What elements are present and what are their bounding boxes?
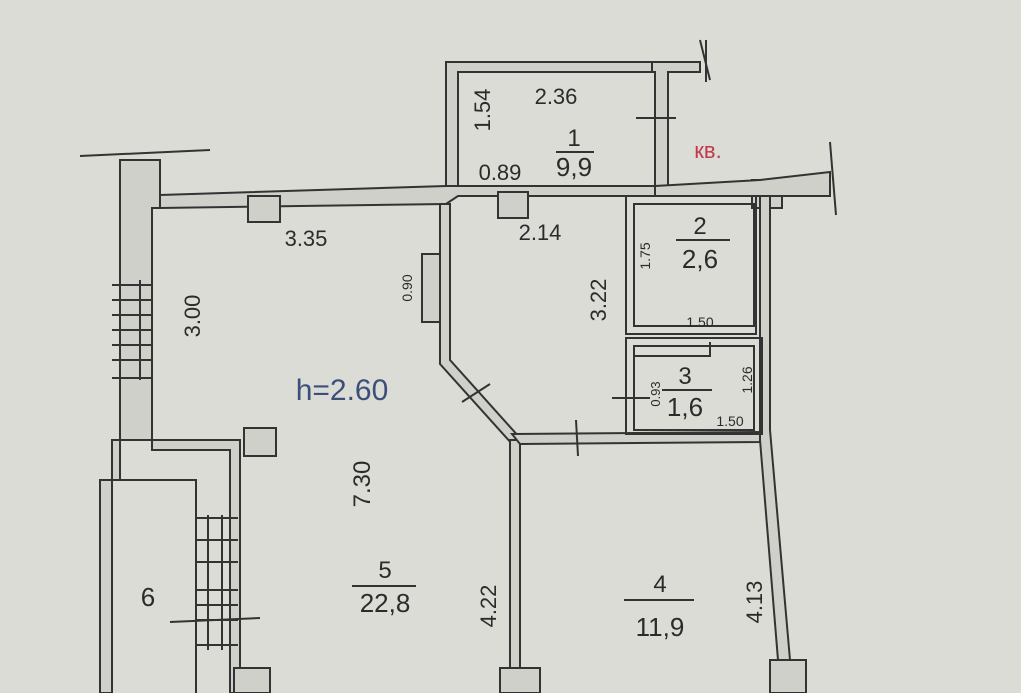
dim-0-90: 0.90 <box>399 274 415 301</box>
ceiling-height-label: h=2.60 <box>296 374 389 407</box>
dim-2-36: 2.36 <box>535 84 578 109</box>
dim-0-93: 0.93 <box>648 381 663 406</box>
dim-3-00: 3.00 <box>180 295 205 338</box>
dim-1-50-b: 1.50 <box>716 413 743 429</box>
room-2-number: 2 <box>693 213 706 240</box>
dim-0-89: 0.89 <box>479 160 522 185</box>
room-1-number: 1 <box>567 125 580 152</box>
room-5-area: 22,8 <box>360 588 411 618</box>
room-6-number: 6 <box>141 582 155 612</box>
room-3-number: 3 <box>678 363 691 390</box>
room-labels: 1 9,9 2 2,6 3 1,6 4 11,9 5 22,8 6 <box>141 125 730 642</box>
dim-7-30: 7.30 <box>349 461 376 508</box>
room-4-number: 4 <box>653 571 666 598</box>
stair-upper <box>112 280 152 380</box>
stair-lower <box>169 515 261 650</box>
apartment-label: кв. <box>694 138 721 163</box>
walls <box>79 39 837 693</box>
dim-4-13: 4.13 <box>742 581 767 624</box>
dim-1-26: 1.26 <box>739 366 755 393</box>
dim-3-35: 3.35 <box>285 226 328 251</box>
dim-4-22: 4.22 <box>476 585 501 628</box>
room-5-number: 5 <box>378 557 391 584</box>
dim-2-14: 2.14 <box>519 220 562 245</box>
room-2-area: 2,6 <box>682 244 718 274</box>
dim-3-22: 3.22 <box>586 279 611 322</box>
dimension-labels: 2.36 1.54 0.89 3.35 2.14 3.00 0.90 3.22 … <box>180 84 767 627</box>
room-3-area: 1,6 <box>667 392 703 422</box>
room-4-area: 11,9 <box>636 612 685 642</box>
dim-1-54: 1.54 <box>470 89 495 132</box>
dim-1-50-a: 1.50 <box>686 314 713 330</box>
dim-1-75: 1.75 <box>637 242 653 269</box>
room-1-area: 9,9 <box>556 152 592 182</box>
